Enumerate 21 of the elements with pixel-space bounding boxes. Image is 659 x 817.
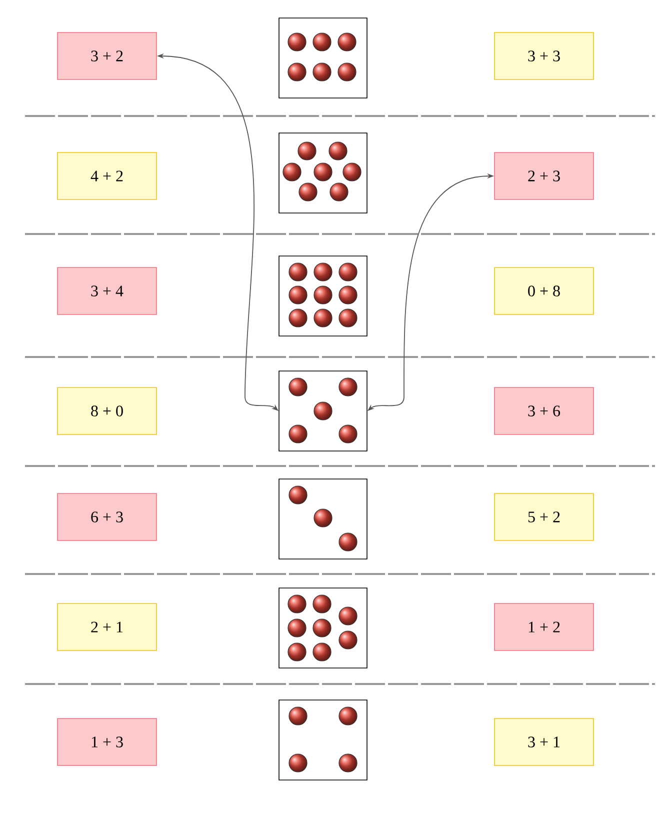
sum-card: 3 + 4: [57, 267, 157, 315]
sum-card: 8 + 0: [57, 387, 157, 435]
sum-card: 1 + 2: [494, 603, 594, 651]
sum-card: 3 + 2: [57, 32, 157, 80]
dot-card-drawing: [278, 588, 368, 668]
sum-card: 2 + 3: [494, 152, 594, 200]
sum-card: 3 + 6: [494, 387, 594, 435]
dot-card-drawing: [278, 700, 368, 780]
sum-card: 4 + 2: [57, 152, 157, 200]
sum-card: 5 + 2: [494, 493, 594, 541]
dot-card-drawing: [278, 18, 368, 98]
sum-card: 0 + 8: [494, 267, 594, 315]
sum-card: 3 + 1: [494, 718, 594, 766]
dot-card-drawing: [278, 256, 368, 336]
dot-card-drawing: [278, 478, 368, 560]
sum-card: 1 + 3: [57, 718, 157, 766]
sum-card: 3 + 3: [494, 32, 594, 80]
dot-card-drawing: [278, 132, 368, 214]
dot-card-drawing: [278, 370, 368, 452]
sum-card: 2 + 1: [57, 603, 157, 651]
sum-card: 6 + 3: [57, 493, 157, 541]
